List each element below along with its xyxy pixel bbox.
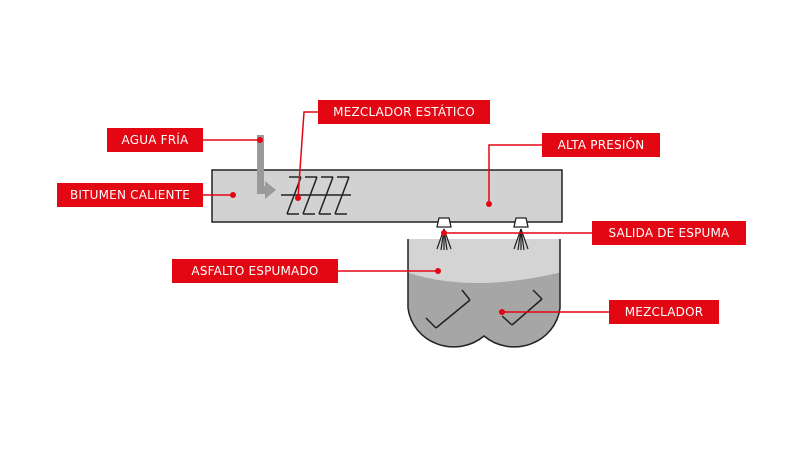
svg-text:BITUMEN CALIENTE: BITUMEN CALIENTE	[70, 188, 190, 202]
svg-text:ASFALTO ESPUMADO: ASFALTO ESPUMADO	[191, 264, 318, 278]
svg-text:MEZCLADOR ESTÁTICO: MEZCLADOR ESTÁTICO	[333, 104, 475, 119]
mixer-paddle-left	[425, 289, 471, 329]
svg-text:ALTA PRESIÓN: ALTA PRESIÓN	[558, 137, 645, 152]
svg-text:SALIDA DE ESPUMA: SALIDA DE ESPUMA	[609, 226, 731, 240]
mix-material-area	[408, 270, 560, 347]
svg-text:MEZCLADOR: MEZCLADOR	[625, 305, 704, 319]
bitumen-pipe	[211, 169, 563, 223]
leader-mezclador	[499, 309, 609, 315]
leader-salida-de-espuma	[441, 230, 592, 236]
label-alta-presion: ALTA PRESIÓN	[542, 133, 660, 157]
label-agua-fria: AGUA FRÍA	[107, 128, 203, 152]
leader-asfalto-espumado	[338, 268, 441, 274]
label-bitumen-caliente: BITUMEN CALIENTE	[57, 183, 203, 207]
mixer-chamber	[407, 239, 561, 348]
leader-agua-fria	[203, 137, 263, 143]
mixer-contents	[408, 239, 560, 347]
cold-water-arrow	[257, 135, 276, 199]
leader-bitumen-caliente	[203, 192, 236, 198]
svg-text:AGUA FRÍA: AGUA FRÍA	[122, 132, 189, 147]
label-mezclador-estatico: MEZCLADOR ESTÁTICO	[318, 100, 490, 124]
leader-mezclador-estatico	[295, 111, 318, 201]
label-salida-de-espuma: SALIDA DE ESPUMA	[592, 221, 746, 245]
label-mezclador: MEZCLADOR	[609, 300, 719, 324]
static-mixer-blades	[281, 176, 351, 215]
leader-alta-presion	[486, 144, 542, 207]
label-asfalto-espumado: ASFALTO ESPUMADO	[172, 259, 338, 283]
